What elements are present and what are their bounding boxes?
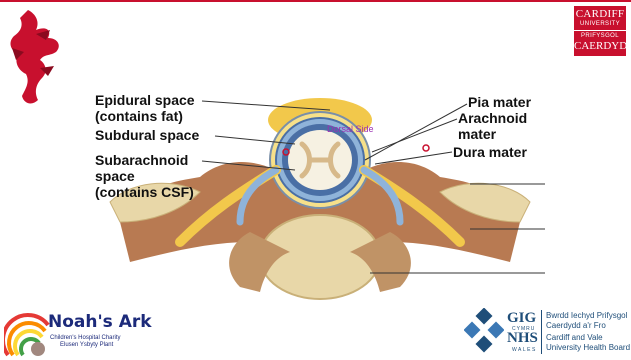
label-arachnoid: Arachnoid (458, 111, 527, 126)
nhs-wales-emblem-icon (464, 308, 504, 354)
nhs-wales: WALES (512, 347, 537, 353)
nhs-text: NHS (507, 330, 538, 347)
cardiff-logo-line4: CAERDYD (574, 40, 626, 52)
label-dura-mater: Dura mater (453, 145, 527, 160)
top-rule (0, 0, 631, 2)
label-subarachnoid-contains-csf: (contains CSF) (95, 185, 194, 200)
label-subdural-space: Subdural space (95, 128, 199, 143)
nhs-board-line1: Bwrdd Iechyd Prifysgol (546, 311, 627, 321)
cardiff-logo-line3: PRIFYSGOL (574, 30, 626, 40)
nhs-gig: GIG (507, 310, 536, 327)
label-epidural-space: Epidural space (95, 93, 195, 108)
cardiff-university-logo: CARDIFF UNIVERSITY PRIFYSGOL CAERDYD (574, 6, 626, 56)
noahs-ark-title: Noah's Ark (48, 312, 152, 332)
noahs-ark-sub1: Children's Hospital Charity (50, 335, 121, 342)
nhs-board-line2: Caerdydd a'r Fro (546, 321, 606, 331)
noahs-ark-sub2: Elusen Ysbyty Plant (50, 342, 121, 349)
cardiff-logo-line1: CARDIFF (574, 8, 626, 20)
label-epidural-contains-fat: (contains fat) (95, 109, 183, 124)
cardiff-logo-line2: UNIVERSITY (574, 20, 626, 28)
label-arachnoid-mater: mater (458, 127, 496, 142)
dorsal-side-label: Dorsal Side (327, 124, 374, 134)
noahs-ark-subtitle: Children's Hospital Charity Elusen Ysbyt… (50, 335, 121, 349)
nhs-divider (541, 310, 542, 354)
nhs-board-line3: Cardiff and Vale (546, 333, 603, 343)
label-pia-mater: Pia mater (468, 95, 531, 110)
label-subarachnoid-space: space (95, 169, 135, 184)
nhs-board-line4: University Health Board (546, 343, 630, 353)
label-subarachnoid: Subarachnoid (95, 153, 188, 168)
welsh-dragon-logo (6, 8, 68, 113)
